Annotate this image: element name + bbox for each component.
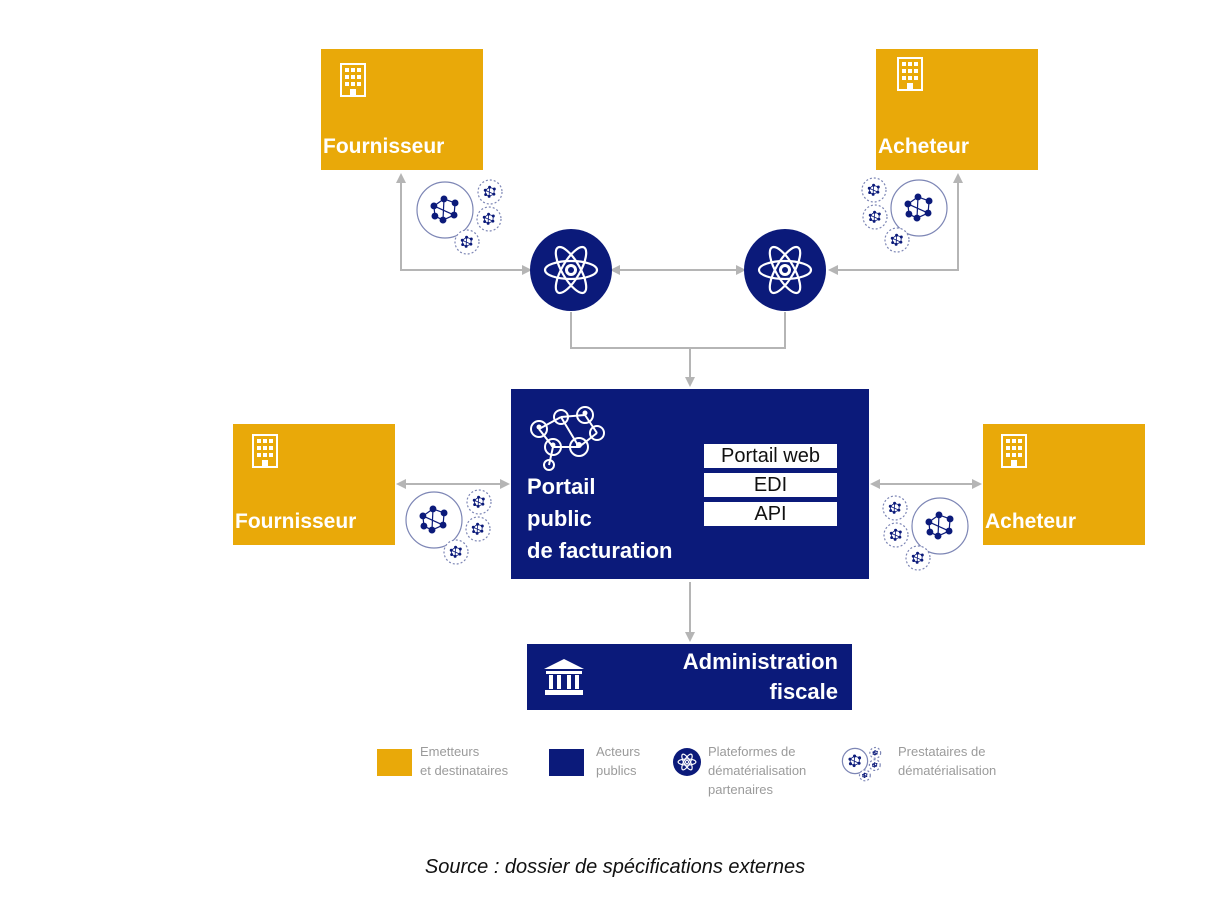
administration-fiscale-box: Administration fiscale	[527, 644, 852, 710]
fournisseur-bottom-box: Fournisseur	[233, 424, 395, 545]
fournisseur-top-box: Fournisseur	[321, 49, 483, 170]
fournisseur-label: Fournisseur	[235, 510, 357, 533]
network-icon	[454, 229, 480, 255]
network-icon	[466, 489, 492, 515]
legend-line: partenaires	[708, 782, 774, 797]
portail-public-box: Portail public de facturation Portail we…	[511, 389, 869, 579]
network-icon	[883, 522, 909, 548]
legend-swatch-acteurs	[549, 749, 584, 776]
fournisseur-label: Fournisseur	[323, 135, 445, 158]
building-icon	[340, 63, 366, 97]
acheteur-bottom-box: Acheteur	[983, 424, 1145, 545]
arrow-acheteur-platform	[828, 173, 963, 275]
portail-title: Portail public de facturation	[527, 471, 672, 567]
network-cluster-icon	[861, 177, 948, 253]
network-icon	[841, 747, 869, 775]
channel-api: API	[704, 502, 837, 526]
network-icon	[884, 227, 910, 253]
legend-plateformes: Plateformes de dématérialisation partena…	[708, 742, 806, 799]
network-icon	[465, 516, 491, 542]
network-icon	[477, 179, 503, 205]
building-icon	[897, 57, 923, 91]
administration-title-line: Administration	[682, 649, 838, 674]
arrow-platforms-portal	[570, 312, 786, 349]
network-icon	[905, 545, 931, 571]
atom-platform-icon	[530, 229, 612, 311]
building-icon	[252, 434, 278, 468]
legend-prestataires: Prestataires de dématérialisation	[898, 742, 996, 780]
legend-acteurs: Acteurs publics	[596, 742, 640, 780]
administration-title-line: fiscale	[769, 679, 839, 704]
acheteur-label: Acheteur	[985, 510, 1077, 533]
network-icon	[882, 495, 908, 521]
legend-line: Emetteurs	[420, 744, 480, 759]
legend-line: et destinataires	[420, 763, 509, 778]
portail-title-line: public	[527, 506, 592, 531]
legend-line: dématérialisation	[898, 763, 997, 778]
network-icon	[476, 206, 502, 232]
atom-platform-icon	[673, 748, 701, 776]
legend-line: Plateformes de	[708, 744, 796, 759]
legend-line: dématérialisation	[708, 763, 807, 778]
legend-swatch-emetteurs	[377, 749, 412, 776]
channel-portail-web: Portail web	[704, 444, 837, 468]
acheteur-label: Acheteur	[878, 135, 970, 158]
government-building-icon	[544, 659, 584, 695]
network-cluster-icon	[882, 495, 969, 571]
network-icon	[858, 769, 871, 782]
network-icon	[911, 497, 969, 555]
network-icon	[416, 181, 474, 239]
portail-title-line: de facturation	[527, 538, 673, 563]
administration-title: Administration fiscale	[683, 647, 838, 707]
legend-line: Prestataires de	[898, 744, 986, 759]
network-icon	[890, 179, 948, 237]
network-icon	[443, 539, 469, 565]
acheteur-top-box: Acheteur	[876, 49, 1038, 170]
legend-line: publics	[596, 763, 637, 778]
building-icon	[1001, 434, 1027, 468]
legend-emetteurs: Emetteurs et destinataires	[420, 742, 508, 780]
atom-platform-icon	[744, 229, 826, 311]
legend-line: Acteurs	[596, 744, 641, 759]
channel-edi: EDI	[704, 473, 837, 497]
network-cluster-icon	[405, 489, 492, 565]
network-icon	[868, 759, 881, 772]
network-icon	[405, 491, 463, 549]
network-icon	[862, 204, 888, 230]
arrow-fournisseur-platform	[396, 173, 532, 275]
network-icon	[530, 406, 605, 471]
network-cluster-icon	[416, 179, 503, 255]
network-icon	[861, 177, 887, 203]
portail-title-line: Portail	[527, 474, 596, 499]
network-icon	[869, 746, 882, 759]
source-caption: Source : dossier de spécifications exter…	[424, 856, 806, 878]
network-cluster-icon	[841, 746, 882, 782]
